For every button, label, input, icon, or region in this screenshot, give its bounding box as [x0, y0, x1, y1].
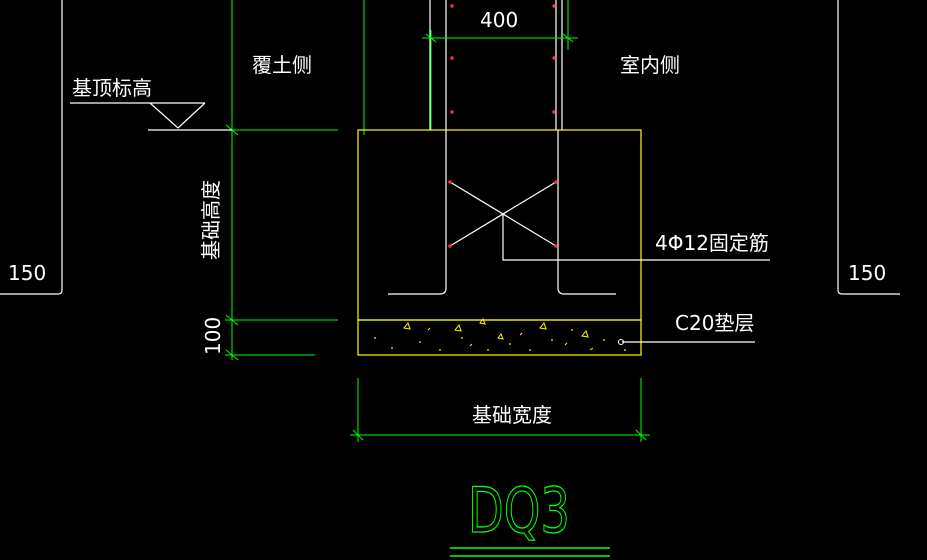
- indoor-side-label: 室内侧: [620, 53, 680, 77]
- foundation-top-elevation-label: 基顶标高: [72, 76, 152, 100]
- rebar-dots: [448, 4, 558, 248]
- foundation-block: [357, 129, 642, 356]
- foundation-width-label: 基础宽度: [472, 403, 552, 427]
- title-underline: [450, 547, 610, 557]
- fixing-rebar-label: 4Φ12固定筋: [655, 231, 769, 255]
- left-dim-label: 150: [8, 261, 46, 285]
- soil-side-label: 覆土侧: [252, 53, 312, 77]
- bed-layer-label: C20垫层: [675, 311, 754, 335]
- elevation-symbol: [70, 102, 232, 131]
- width-dimension: [350, 378, 650, 442]
- rebar-lines: [388, 130, 770, 343]
- height-dimension-lines: [225, 0, 338, 361]
- foundation-height-label: 基础高度: [199, 180, 223, 260]
- bed-dots: [374, 329, 626, 351]
- drawing-title: DQ3: [468, 474, 570, 547]
- wall-section: [429, 0, 563, 130]
- bed-leader-marker: [618, 339, 624, 345]
- right-dim-label: 150: [848, 261, 886, 285]
- bed-thickness-label: 100: [201, 317, 225, 355]
- right-wall-outline: [837, 0, 900, 295]
- left-wall-outline: [0, 0, 63, 295]
- wall-width-label: 400: [480, 8, 518, 32]
- bed-hatch: [403, 317, 594, 351]
- wall-width-dimension: [363, 0, 578, 135]
